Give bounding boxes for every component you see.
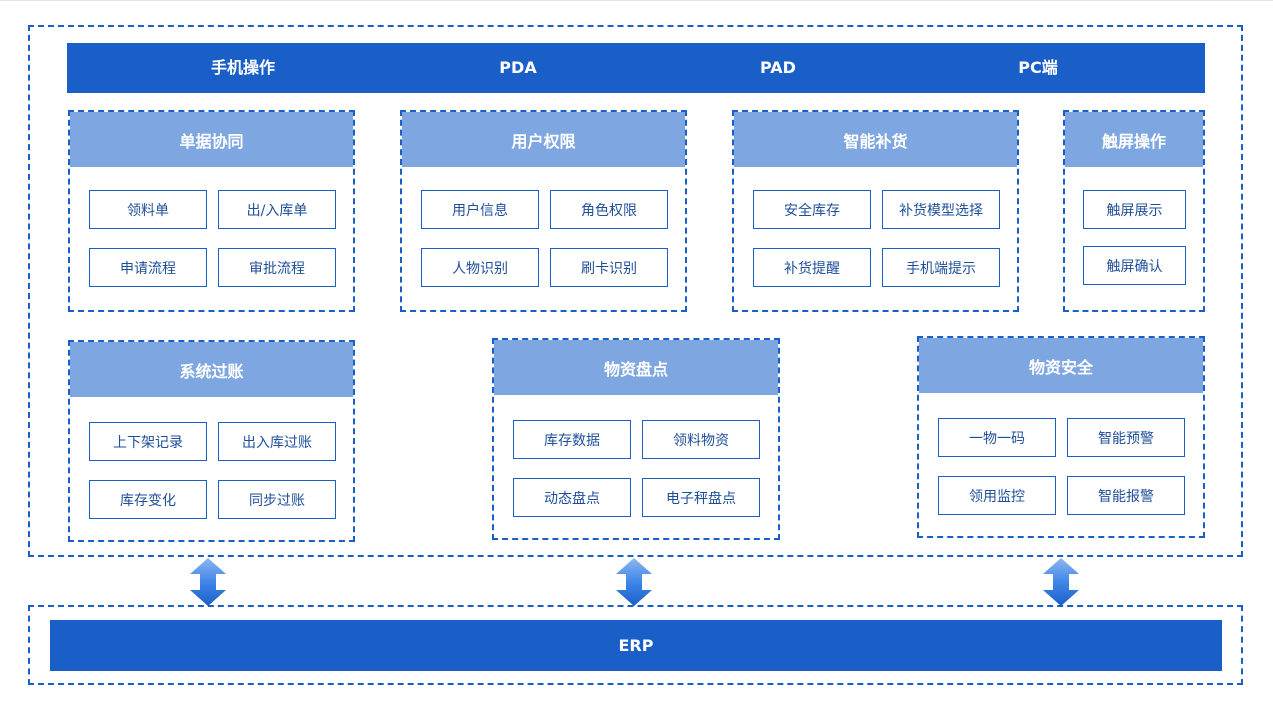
item-safety-stock: 安全库存 [753, 190, 871, 229]
item-card-recognition: 刷卡识别 [550, 248, 668, 287]
item-mobile-notice: 手机端提示 [882, 248, 1000, 287]
item-approve-flow: 审批流程 [218, 248, 336, 287]
group-document: 单据协同 领料单 出/入库单 申请流程 审批流程 [68, 110, 355, 312]
terminal-pc: PC端 [1018, 58, 1058, 77]
item-picking-list: 领料单 [89, 190, 207, 229]
item-scale-count: 电子秤盘点 [642, 478, 760, 517]
double-arrow-icon [190, 558, 226, 606]
item-apply-flow: 申请流程 [89, 248, 207, 287]
terminal-pda: PDA [499, 58, 537, 77]
group-title: 智能补货 [734, 112, 1017, 167]
terminal-mobile: 手机操作 [210, 58, 276, 77]
item-stock-data: 库存数据 [513, 420, 631, 459]
group-title: 用户权限 [402, 112, 685, 167]
erp-frame [28, 605, 1243, 685]
terminal-bar: 手机操作 PDA PAD PC端 [67, 43, 1205, 93]
item-role-permission: 角色权限 [550, 190, 668, 229]
top-divider [0, 0, 1273, 1]
item-stock-change: 库存变化 [89, 480, 207, 519]
item-replenish-model: 补货模型选择 [882, 190, 1000, 229]
group-permission: 用户权限 用户信息 角色权限 人物识别 刷卡识别 [400, 110, 687, 312]
item-sync-posting: 同步过账 [218, 480, 336, 519]
item-face-recognition: 人物识别 [421, 248, 539, 287]
group-title: 物资盘点 [494, 340, 778, 395]
double-arrow-icon [616, 558, 652, 606]
group-touch: 触屏操作 触屏展示 触屏确认 [1063, 110, 1205, 312]
group-title: 系统过账 [70, 342, 353, 397]
item-touch-display: 触屏展示 [1083, 190, 1186, 229]
group-title: 物资安全 [919, 338, 1203, 393]
terminal-pad: PAD [760, 58, 796, 77]
group-replenish: 智能补货 安全库存 补货模型选择 补货提醒 手机端提示 [732, 110, 1019, 312]
item-in-out-order: 出/入库单 [218, 190, 336, 229]
item-user-info: 用户信息 [421, 190, 539, 229]
item-picked-material: 领料物资 [642, 420, 760, 459]
group-title: 单据协同 [70, 112, 353, 167]
erp-bar: ERP [50, 620, 1222, 671]
item-touch-confirm: 触屏确认 [1083, 246, 1186, 285]
double-arrow-icon [1043, 558, 1079, 606]
item-one-code: 一物一码 [938, 418, 1056, 457]
system-frame [28, 25, 1243, 557]
item-shelf-record: 上下架记录 [89, 422, 207, 461]
item-smart-alarm: 智能报警 [1067, 476, 1185, 515]
item-replenish-reminder: 补货提醒 [753, 248, 871, 287]
group-security: 物资安全 一物一码 智能预警 领用监控 智能报警 [917, 336, 1205, 538]
item-dynamic-count: 动态盘点 [513, 478, 631, 517]
item-smart-warning: 智能预警 [1067, 418, 1185, 457]
group-title: 触屏操作 [1065, 112, 1203, 167]
item-in-out-posting: 出入库过账 [218, 422, 336, 461]
group-inventory: 物资盘点 库存数据 领料物资 动态盘点 电子秤盘点 [492, 338, 780, 540]
item-usage-monitor: 领用监控 [938, 476, 1056, 515]
group-posting: 系统过账 上下架记录 出入库过账 库存变化 同步过账 [68, 340, 355, 542]
